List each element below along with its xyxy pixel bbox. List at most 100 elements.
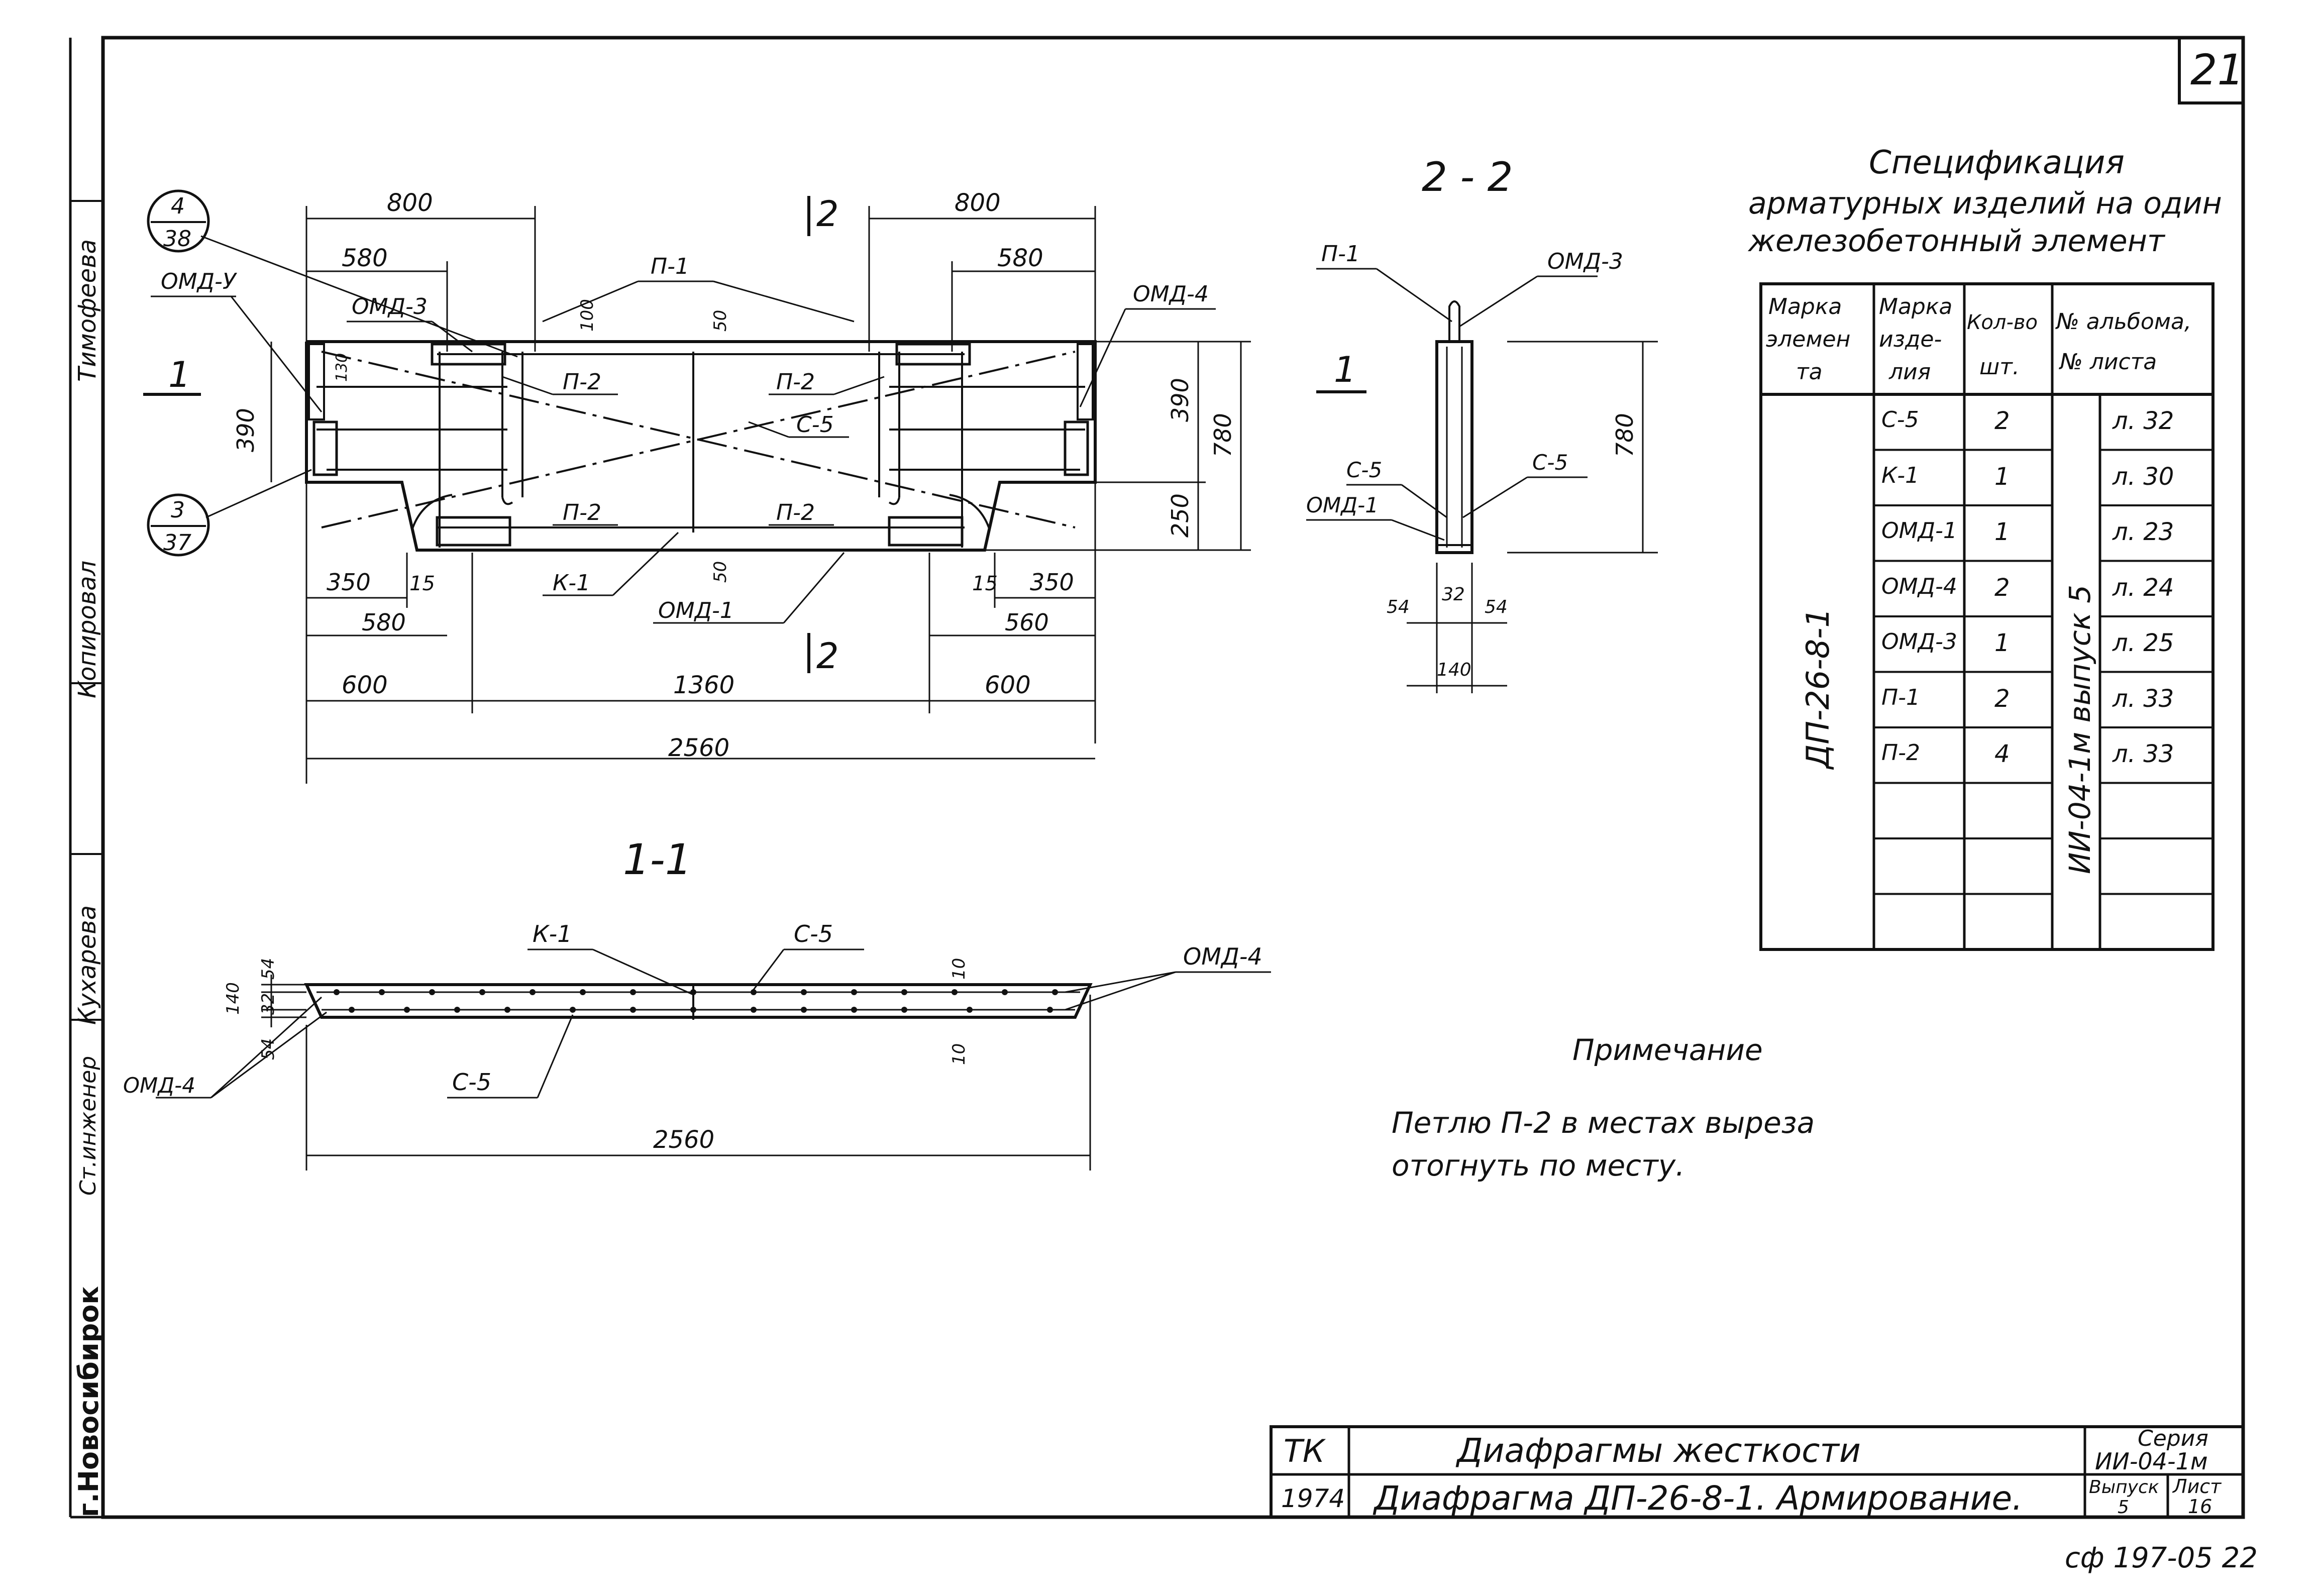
- dim-800-right: 800: [955, 189, 1001, 217]
- dim-15-right: 15: [972, 572, 998, 595]
- tb-year: 1974: [1281, 1484, 1345, 1513]
- plan-outline: [305, 340, 1097, 552]
- spec-element-mark: ДП-26-8-1: [1800, 608, 1836, 770]
- sheet-frame: [69, 36, 2245, 1519]
- section-11-dim-2560: 2560: [653, 1126, 714, 1154]
- section-22-dim-140: 140: [1437, 660, 1471, 680]
- title-block: ТК 1974 Диафрагмы жесткости Диафрагма ДП…: [1270, 1425, 2258, 1574]
- note-line-2: отогнуть по месту.: [1392, 1148, 1685, 1183]
- label-omd3: ОМД-3: [352, 294, 428, 320]
- section-22-dim-780: 780: [1611, 413, 1638, 457]
- section-22-label-p1: П-1: [1321, 241, 1360, 267]
- section-1-1: 1-1 140 54 32: [123, 835, 1271, 1171]
- tb-org: ТК: [1284, 1433, 1326, 1469]
- section-11-label-omd4-left: ОМД-4: [123, 1073, 195, 1098]
- spec-h2-1: изде-: [1879, 327, 1942, 352]
- label-p1: П-1: [651, 254, 689, 279]
- label-p2-a: П-2: [563, 369, 601, 395]
- tb-issue-label: Выпуск: [2089, 1477, 2159, 1498]
- section-22-body: [1435, 340, 1473, 554]
- section-11-label-k1: К-1: [533, 920, 572, 947]
- spec-h4-0: № альбома,: [2055, 309, 2191, 335]
- plate-omd4-right: [1064, 420, 1089, 476]
- spec-h1-0: Марка: [1768, 294, 1842, 320]
- section-11-label-c5-bottom: С-5: [452, 1069, 491, 1096]
- dim-580-right: 580: [997, 244, 1043, 272]
- section-11-dim-10-top: 10: [949, 958, 969, 980]
- section-22-label-omd3: ОМД-3: [1547, 249, 1623, 274]
- spec-h1-2: та: [1796, 359, 1823, 385]
- section-11-body: [304, 983, 1093, 1019]
- section-22-label-omd1: ОМД-1: [1306, 493, 1379, 517]
- spec-cell-item: П-1: [1881, 684, 1920, 710]
- tb-sheet-value: 16: [2188, 1496, 2212, 1518]
- dim-580-bottom-left: 580: [362, 609, 406, 636]
- spec-cell-item: ОМД-1: [1881, 518, 1957, 544]
- label-p2-c: П-2: [563, 500, 601, 525]
- spec-cell-sheet: л. 32: [2113, 407, 2174, 435]
- section-mark-1: 1: [168, 354, 191, 395]
- spec-cell-qty: 2: [1994, 573, 2010, 602]
- page-number: 21: [2190, 45, 2244, 94]
- dim-800-left: 800: [387, 189, 433, 217]
- section-11-dim-10-bottom: 10: [949, 1043, 969, 1065]
- note-line-1: Петлю П-2 в местах выреза: [1392, 1106, 1815, 1140]
- tb-series-label: Серия: [2138, 1426, 2208, 1451]
- spec-cell-qty: 2: [1994, 684, 2010, 713]
- spec-h3-0: Кол-во: [1967, 311, 2038, 334]
- section-11-dim-140: 140: [223, 982, 243, 1015]
- callout-bottom-den: 37: [163, 530, 191, 556]
- spec-cell-item: П-2: [1881, 740, 1920, 766]
- spec-cell-item: С-5: [1881, 407, 1919, 433]
- section-11-label-c5-top: С-5: [794, 920, 833, 947]
- tb-series-value: ИИ-04-1м: [2095, 1448, 2208, 1475]
- side-city: г.Новосибирок: [73, 1286, 104, 1517]
- side-name-1: Тимофеева: [73, 239, 101, 382]
- label-omd1-plan: ОМД-1: [658, 598, 734, 623]
- callout-bottom-num: 3: [171, 497, 185, 523]
- section-22-mark: 1: [1334, 349, 1356, 390]
- callout-top-circle: [147, 189, 210, 253]
- label-c5-plan: С-5: [796, 412, 834, 438]
- tb-issue-value: 5: [2118, 1497, 2129, 1518]
- label-k1-plan: К-1: [553, 570, 590, 596]
- section-22-dim-32: 32: [1442, 584, 1465, 605]
- plate-omd3-right: [895, 343, 971, 366]
- rebar-dots-top: [334, 989, 1058, 995]
- spec-cell-qty: 1: [1994, 462, 2010, 491]
- spec-cell-item: ОМД-3: [1881, 629, 1957, 655]
- tb-title2: Диафрагма ДП-26-8-1. Армирование.: [1373, 1479, 2023, 1518]
- plate-omd4-left: [312, 420, 338, 476]
- spec-h1-1: элемен: [1766, 327, 1850, 352]
- section-22-dim-54b: 54: [1485, 597, 1508, 617]
- callout-top-den: 38: [163, 226, 191, 252]
- section-22-label-c5-right: С-5: [1532, 450, 1568, 475]
- spec-title: Спецификация арматурных изделий на один …: [1747, 144, 2222, 259]
- label-omd4-right: ОМД-4: [1133, 281, 1209, 307]
- section-11-title: 1-1: [623, 835, 692, 884]
- spec-headers: Марка элемен та Марка изде- лия Кол-во ш…: [1766, 294, 2191, 385]
- section-22-dim-54a: 54: [1387, 597, 1410, 617]
- spec-cell-sheet: л. 30: [2113, 462, 2174, 491]
- callout-bottom-circle: [147, 493, 210, 557]
- spec-title-2: арматурных изделий на один: [1748, 186, 2222, 221]
- label-p2-b: П-2: [776, 369, 815, 395]
- section-22-title: 2 - 2: [1422, 154, 1513, 200]
- plate-k1-right: [888, 516, 964, 547]
- stamp-code: сф 197-05 22: [2065, 1542, 2258, 1574]
- page-number-box: 21: [2178, 36, 2245, 104]
- spec-h2-2: лия: [1888, 359, 1931, 385]
- dim-130: 130: [333, 353, 351, 382]
- side-role-0: Ст.инженер: [75, 1056, 101, 1196]
- spec-cell-sheet: л. 33: [2113, 740, 2174, 768]
- section-11-label-omd4-right: ОМД-4: [1183, 943, 1262, 970]
- section-11-dim-54: 54: [258, 958, 278, 980]
- label-omd4-left: ОМД-У: [161, 269, 238, 294]
- spec-title-1: Спецификация: [1869, 144, 2125, 181]
- section-11-dim-32: 32: [258, 993, 278, 1015]
- dim-390-right: 390: [1167, 378, 1194, 422]
- section-2-2: 2 - 2 780 П-1 ОМД-3 1 С-5 ОМД-1 С-5 54 3…: [1306, 154, 1658, 693]
- spec-cell-item: ОМД-4: [1881, 573, 1957, 599]
- dim-580-left: 580: [342, 244, 388, 272]
- section-11-dim-54b: 54: [258, 1038, 278, 1060]
